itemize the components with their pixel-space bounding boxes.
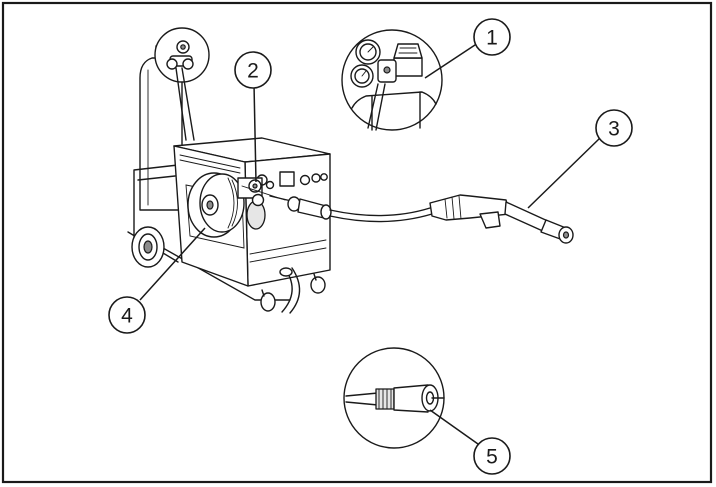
leader-line-5 (429, 409, 479, 445)
leader-line-1 (424, 42, 479, 79)
callout-1: 1 (473, 18, 511, 56)
trolley-frame (127, 164, 291, 301)
callout-2-label: 2 (247, 60, 259, 83)
callout-5: 5 (473, 437, 511, 475)
leader-line-4 (139, 227, 206, 301)
callout-4: 4 (108, 296, 146, 334)
leader-line-2 (253, 83, 257, 183)
cylinder-valve-magnifier (154, 27, 210, 141)
wire-feeder (237, 177, 286, 207)
callout-3-label: 3 (608, 118, 620, 141)
welding-torch (429, 194, 574, 244)
callout-3: 3 (595, 109, 633, 147)
callout-1-label: 1 (486, 27, 498, 50)
wire-spool (187, 172, 266, 238)
contact-tip-magnifier (343, 347, 445, 449)
callout-5-label: 5 (486, 446, 498, 469)
regulator-magnifier (341, 29, 443, 131)
leader-line-3 (527, 137, 601, 209)
callout-4-label: 4 (121, 305, 133, 328)
callout-2: 2 (234, 51, 272, 89)
torch-cable (269, 195, 433, 223)
